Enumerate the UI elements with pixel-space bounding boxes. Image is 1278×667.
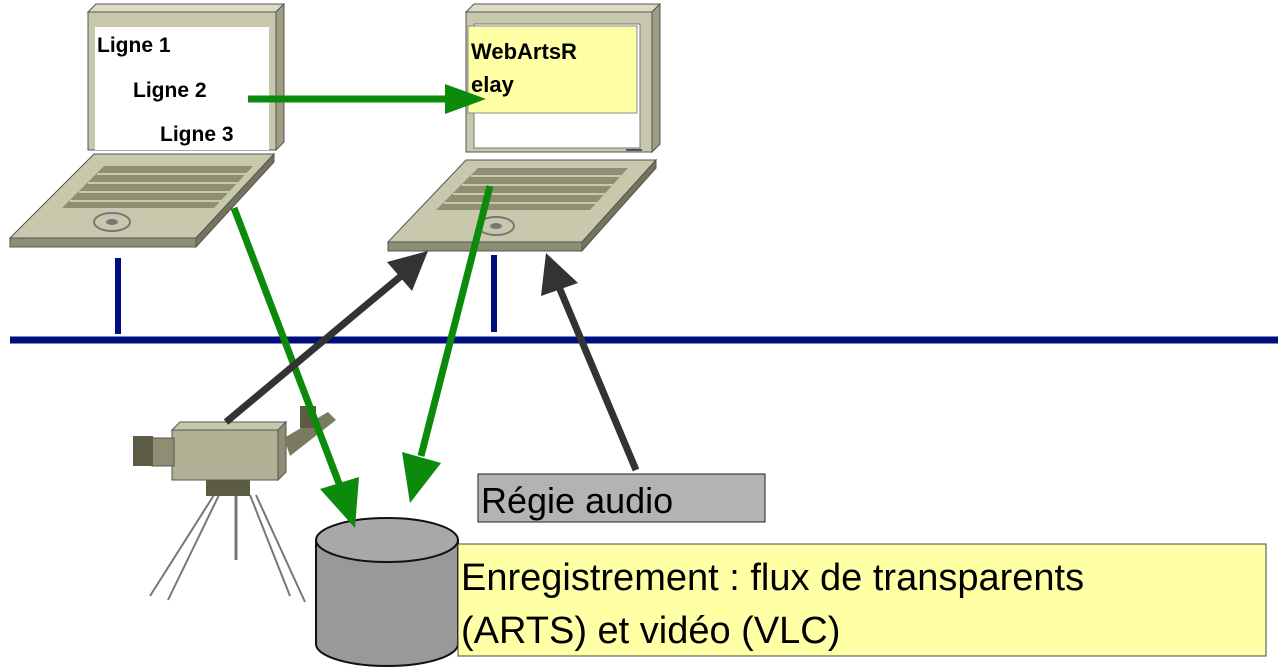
arrow-relay-to-storage (417, 185, 494, 457)
arrow-audio-to-relay (555, 285, 640, 472)
audio-box (477, 473, 766, 523)
laptop-left-screen (95, 27, 269, 150)
left-screen-line-3: Ligne 3 (160, 123, 234, 146)
video-camera (133, 406, 336, 603)
arrow-camera-to-relay (223, 273, 404, 425)
audio-box-label: Régie audio (481, 480, 673, 521)
right-screen-title-line-2: elay (471, 72, 515, 97)
storage-description-box (457, 543, 1267, 657)
storage-cylinder (315, 517, 459, 667)
laptop-left (8, 2, 286, 249)
storage-description-line-1: Enregistrement : flux de transparents (461, 557, 1084, 599)
left-screen-line-1: Ligne 1 (97, 34, 171, 57)
left-screen-line-2: Ligne 2 (133, 79, 207, 102)
laptop-right-screen-title-box (467, 25, 638, 114)
right-screen-title-line-1: WebArtsR (471, 39, 577, 64)
laptop-left-touchpad (93, 212, 131, 232)
storage-description-line-2: (ARTS) et vidéo (VLC) (461, 610, 840, 652)
arrow-left-laptop-to-storage (230, 206, 344, 488)
